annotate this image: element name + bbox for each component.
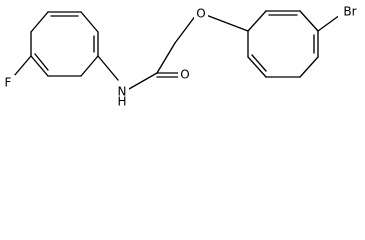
right-ring-bond-3 bbox=[299, 10, 319, 32]
bromine-label-background bbox=[338, 4, 362, 20]
molecule-drawing: F N H O O Br bbox=[1, 4, 362, 108]
right-ring bbox=[247, 10, 319, 78]
right-ring-bond-5 bbox=[299, 56, 319, 78]
methylene-ether-oxygen-bond bbox=[174, 14, 197, 44]
aryl-amide-nitrogen-bond bbox=[97, 55, 119, 81]
structure-diagram: F N H O O Br bbox=[0, 0, 365, 107]
carbonyl-oxygen-label-background bbox=[178, 67, 192, 83]
fluorine-label-background bbox=[1, 75, 15, 91]
ether-oxygen-label-background bbox=[194, 6, 208, 22]
ether-oxygen-aryl-bond bbox=[205, 14, 249, 32]
left-ring-bond-5 bbox=[80, 55, 99, 77]
bromo-bond bbox=[317, 14, 341, 32]
carbonyl-methylene-bond bbox=[156, 42, 176, 74]
right-ring-inner-bond-3 bbox=[251, 54, 267, 72]
left-ring-bond-7 bbox=[30, 55, 49, 77]
bromine-label: Br bbox=[343, 5, 356, 19]
amide-nitrogen-label-background bbox=[115, 84, 129, 100]
right-ring-bond-7 bbox=[247, 56, 267, 78]
right-ring-bond-1 bbox=[247, 10, 267, 32]
left-ring-bond-1 bbox=[30, 11, 49, 33]
amide-hydrogen-label-background bbox=[115, 98, 129, 107]
ether-oxygen-label: O bbox=[196, 7, 205, 21]
left-ring-inner-bond-3 bbox=[34, 53, 49, 71]
fluoro-bond bbox=[13, 55, 32, 77]
fluorine-label: F bbox=[5, 76, 12, 90]
amide-hydrogen-label: H bbox=[117, 95, 126, 108]
amide-nitrogen-label: N bbox=[118, 85, 127, 99]
amide-n-carbonyl-bond bbox=[128, 72, 158, 90]
carbonyl-oxygen-label: O bbox=[180, 68, 189, 82]
left-ring-bond-3 bbox=[80, 11, 99, 33]
left-ring bbox=[30, 11, 99, 77]
